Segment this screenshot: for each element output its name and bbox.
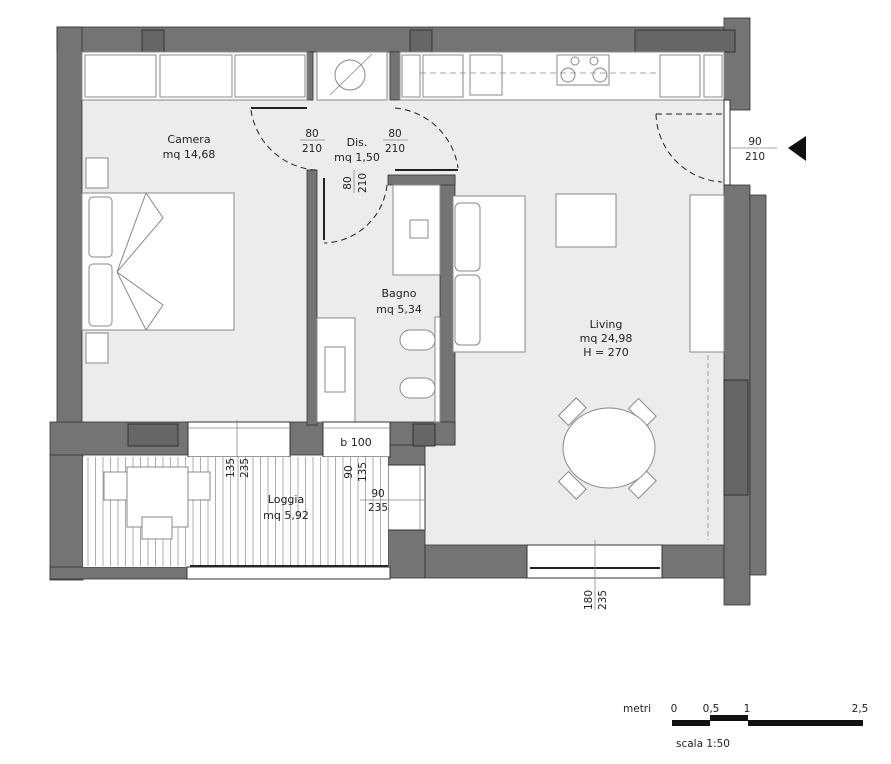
entrance-door-height: 210 (745, 151, 765, 163)
door-bagno-width: 80 (342, 176, 354, 189)
room-living-area: mq 24,98 (580, 332, 633, 345)
loggia-deck (83, 457, 391, 580)
room-dis-name: Dis. (347, 136, 368, 149)
door-living-height: 210 (385, 143, 405, 155)
room-loggia-name: Loggia (268, 493, 304, 506)
tv-cabinet (689, 194, 725, 353)
kitchen-counter (399, 51, 725, 101)
scale-tick-1: 1 (744, 703, 751, 715)
camera-window-width: 135 (225, 458, 237, 478)
loggia-door-height: 235 (368, 502, 388, 514)
nightstand (85, 332, 109, 364)
wardrobe (81, 51, 388, 101)
sofa (452, 195, 526, 353)
sink-counter (316, 317, 356, 423)
doors (250, 107, 723, 244)
room-labels: Camera mq 14,68 Dis. mq 1,50 Bagno mq 5,… (163, 133, 633, 522)
double-bed (81, 157, 235, 364)
shower (392, 184, 441, 276)
dining-table (562, 407, 656, 489)
living-furniture (452, 193, 725, 540)
entrance-arrow-icon (788, 136, 806, 161)
coffee-table (555, 193, 617, 248)
living-window-width: 180 (583, 590, 595, 610)
bagno-window-sill: b 100 (340, 436, 371, 449)
dimension-labels: 80 210 80 210 80 210 90 210 135 235 90 1… (225, 128, 777, 610)
kitchen-sink (469, 54, 503, 96)
bathroom-fixtures (316, 184, 441, 423)
scale-tick-2-5: 2,5 (852, 703, 869, 715)
bidet (399, 329, 436, 351)
room-camera-name: Camera (167, 133, 210, 146)
scale-tick-0-5: 0,5 (703, 703, 720, 715)
door-living-width: 80 (388, 128, 401, 140)
door-camera-height: 210 (302, 143, 322, 155)
bagno-window-width: 90 (343, 465, 355, 478)
room-living-height: H = 270 (583, 346, 628, 359)
entrance-door-width: 90 (748, 136, 761, 148)
scale-label: scala 1:50 (676, 738, 730, 750)
bagno-window-height: 135 (357, 462, 369, 482)
scale-bar: metri 0 0,5 1 2,5 scala 1:50 (623, 703, 868, 750)
loggia-door-width: 90 (371, 488, 384, 500)
room-camera-area: mq 14,68 (163, 148, 216, 161)
room-dis-area: mq 1,50 (334, 151, 380, 164)
room-living-name: Living (590, 318, 623, 331)
room-bagno-name: Bagno (382, 287, 417, 300)
door-bagno-height: 210 (357, 173, 369, 193)
walls (49, 17, 767, 606)
nightstand (85, 157, 109, 189)
windows (187, 99, 731, 610)
scale-unit: metri (623, 703, 651, 715)
scale-tick-0: 0 (671, 703, 678, 715)
door-camera-width: 80 (305, 128, 318, 140)
toilet (399, 377, 436, 399)
room-loggia-area: mq 5,92 (263, 509, 309, 522)
cooktop (556, 54, 610, 86)
living-window-height: 235 (597, 590, 609, 610)
camera-window-height: 235 (239, 458, 251, 478)
room-bagno-area: mq 5,34 (376, 303, 422, 316)
